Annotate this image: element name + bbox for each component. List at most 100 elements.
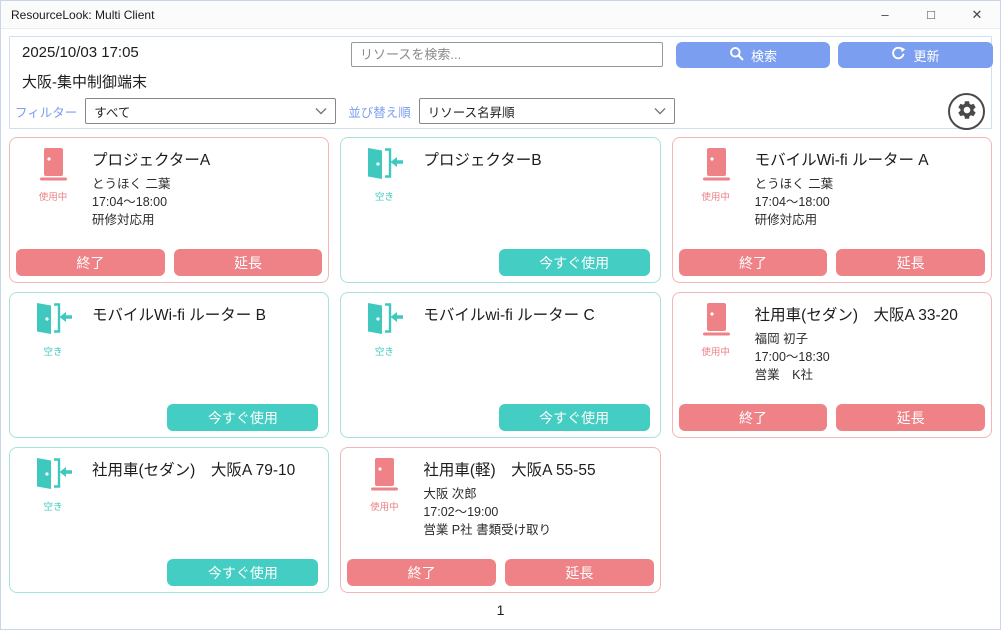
status-label: 空き — [374, 192, 394, 203]
resource-card: 使用中 プロジェクターA とうほく 二葉 17:04～18:00 研修対応用 終… — [9, 137, 330, 283]
chevron-down-icon — [654, 107, 666, 115]
status-indicator: 空き — [28, 302, 78, 358]
card-details: とうほく 二葉 17:04～18:00 研修対応用 — [92, 175, 170, 229]
time-range: 17:00～18:30 — [754, 350, 830, 365]
extend-button[interactable]: 延長 — [836, 404, 985, 431]
sort-dropdown[interactable]: リソース名昇順 — [418, 98, 675, 124]
filter-dropdown[interactable]: すべて — [85, 98, 337, 124]
card-actions: 終了 延長 — [678, 249, 985, 276]
filter-row: フィルター すべて 並び替え順 リソース名昇順 — [15, 98, 675, 124]
resource-title: 社用車(セダン) 大阪A 79-10 — [92, 462, 296, 479]
time-range: 17:04～18:00 — [754, 195, 830, 210]
card-details: 福岡 初子 17:00～18:30 営業 K社 — [755, 330, 830, 384]
resource-title: モバイルWi-fi ルーター A — [754, 152, 929, 169]
status-label: 空き — [374, 347, 394, 358]
card-actions: 今すぐ使用 — [347, 249, 653, 276]
status-indicator: 使用中 — [691, 302, 741, 358]
door-open-icon — [33, 458, 73, 497]
status-indicator: 使用中 — [359, 457, 409, 513]
use-now-button[interactable]: 今すぐ使用 — [167, 404, 319, 431]
resource-title: 社用車(セダン) 大阪A 33-20 — [754, 307, 958, 324]
status-label: 使用中 — [370, 502, 399, 513]
status-indicator: 使用中 — [28, 147, 78, 203]
status-label: 空き — [43, 502, 63, 513]
refresh-icon — [891, 46, 906, 64]
purpose: 営業 P社 書類受け取り — [423, 523, 552, 538]
refresh-button[interactable]: 更新 — [838, 42, 993, 68]
resource-card: 空き プロジェクターB 今すぐ使用 — [340, 137, 661, 283]
search-button[interactable]: 検索 — [676, 42, 830, 68]
end-button[interactable]: 終了 — [678, 249, 828, 276]
card-actions: 終了 延長 — [16, 249, 323, 276]
end-button[interactable]: 終了 — [678, 404, 828, 431]
minimize-button[interactable]: – — [881, 7, 889, 22]
door-open-icon — [364, 148, 404, 187]
use-now-button[interactable]: 今すぐ使用 — [498, 249, 650, 276]
user-name: とうほく 二葉 — [92, 177, 171, 191]
card-actions: 今すぐ使用 — [16, 559, 322, 586]
filter-label: フィルター — [15, 105, 78, 120]
status-indicator: 空き — [359, 302, 409, 358]
status-indicator: 使用中 — [691, 147, 741, 203]
card-details: とうほく 二葉 17:04～18:00 研修対応用 — [755, 175, 833, 229]
sort-value: リソース名昇順 — [427, 105, 515, 120]
search-button-label: 検索 — [750, 48, 777, 64]
card-actions: 今すぐ使用 — [347, 404, 653, 431]
card-details: 大阪 次郎 17:02～19:00 営業 P社 書類受け取り — [423, 485, 551, 539]
card-actions: 終了 延長 — [678, 404, 985, 431]
resource-card: 使用中 社用車(セダン) 大阪A 33-20 福岡 初子 17:00～18:30… — [671, 292, 992, 438]
title-bar: ResourceLook: Multi Client – □ ✕ — [1, 1, 1000, 29]
end-button[interactable]: 終了 — [347, 559, 496, 586]
end-button[interactable]: 終了 — [16, 249, 165, 276]
filter-value: すべて — [94, 105, 131, 120]
card-actions: 終了 延長 — [347, 559, 654, 586]
purpose: 研修対応用 — [92, 213, 155, 228]
resource-card: 空き 社用車(セダン) 大阪A 79-10 今すぐ使用 — [9, 447, 330, 593]
refresh-button-label: 更新 — [913, 48, 940, 64]
door-closed-icon — [368, 458, 400, 497]
use-now-button[interactable]: 今すぐ使用 — [498, 404, 650, 431]
status-indicator: 空き — [28, 457, 78, 513]
close-button[interactable]: ✕ — [971, 6, 983, 22]
door-open-icon — [33, 303, 73, 342]
maximize-button[interactable]: □ — [927, 7, 935, 22]
door-open-icon — [364, 303, 404, 342]
current-datetime: 2025/10/03 17:05 — [22, 44, 139, 61]
resource-title: モバイルWi-fi ルーター B — [92, 307, 266, 324]
search-icon — [729, 46, 744, 64]
purpose: 営業 K社 — [754, 368, 813, 383]
door-closed-icon — [700, 303, 732, 342]
user-name: とうほく 二葉 — [754, 177, 834, 191]
window-title: ResourceLook: Multi Client — [11, 7, 155, 22]
resource-title: モバイルwi-fi ルーター C — [423, 307, 595, 324]
status-label: 使用中 — [701, 347, 730, 358]
resource-card: 使用中 社用車(軽) 大阪A 55-55 大阪 次郎 17:02～19:00 営… — [340, 447, 661, 593]
extend-button[interactable]: 延長 — [505, 559, 654, 586]
purpose: 研修対応用 — [754, 213, 818, 228]
extend-button[interactable]: 延長 — [173, 249, 323, 276]
resource-title: プロジェクターB — [423, 152, 542, 169]
door-closed-icon — [37, 148, 69, 187]
extend-button[interactable]: 延長 — [836, 249, 985, 276]
status-label: 使用中 — [38, 192, 68, 203]
resource-card: 空き モバイルwi-fi ルーター C 今すぐ使用 — [340, 292, 661, 438]
resource-title: 社用車(軽) 大阪A 55-55 — [423, 462, 596, 479]
resource-card: 空き モバイルWi-fi ルーター B 今すぐ使用 — [9, 292, 330, 438]
settings-button[interactable] — [948, 93, 985, 130]
user-name: 福岡 初子 — [754, 332, 809, 346]
window-controls: – □ ✕ — [862, 1, 1000, 28]
search-input[interactable] — [351, 42, 663, 67]
time-range: 17:02～19:00 — [423, 505, 499, 520]
gear-icon — [956, 99, 978, 124]
page-number: 1 — [496, 602, 505, 618]
user-name: 大阪 次郎 — [423, 487, 477, 501]
time-range: 17:04～18:00 — [92, 195, 168, 210]
status-indicator: 空き — [359, 147, 409, 203]
status-label: 使用中 — [701, 192, 730, 203]
chevron-down-icon — [315, 107, 327, 115]
use-now-button[interactable]: 今すぐ使用 — [167, 559, 319, 586]
door-closed-icon — [700, 148, 732, 187]
card-actions: 今すぐ使用 — [16, 404, 322, 431]
resource-title: プロジェクターA — [92, 152, 211, 169]
sort-label: 並び替え順 — [348, 105, 411, 120]
